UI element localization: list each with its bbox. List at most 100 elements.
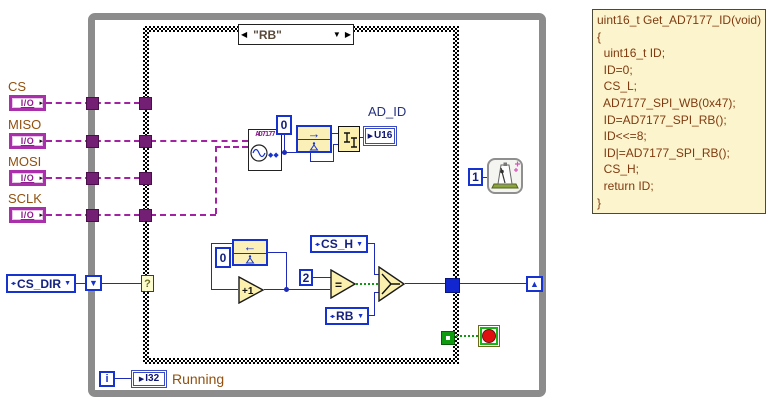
wire-loopback-v <box>286 252 287 290</box>
ad-id-indicator[interactable]: ▶ U16 <box>363 126 397 146</box>
while-loop-frame[interactable] <box>88 13 546 397</box>
enum-updown-icon[interactable]: ◂▸ <box>315 241 320 248</box>
join-numbers-icon <box>344 132 357 148</box>
shift-register-left[interactable]: ▼ <box>85 275 102 291</box>
feedback-node-top[interactable]: → <box>296 125 332 153</box>
wire-rb-3 <box>374 292 380 293</box>
output-arrow-icon: ▸ <box>39 174 43 182</box>
io-text: I/O <box>20 136 35 146</box>
running-indicator[interactable]: ▶ I32 <box>131 370 167 388</box>
cs-h-value: CS_H <box>321 237 354 251</box>
feedback-init-icon <box>245 255 255 264</box>
code-line: return ID; <box>597 178 654 193</box>
tunnel-select-out[interactable] <box>445 278 460 293</box>
wire-miso-inner <box>150 140 248 142</box>
enum-dropdown-icon[interactable]: ▼ <box>357 312 364 320</box>
case-prev-arrow-icon[interactable]: ◀ <box>241 29 248 39</box>
join-numbers-node[interactable] <box>338 126 360 152</box>
wire-to-shift-right <box>458 283 526 284</box>
shift-init-constant-bottom[interactable]: 0 <box>215 247 231 268</box>
sclk-io-terminal[interactable]: I/O ▸ <box>9 207 46 223</box>
feedback-node-bottom[interactable]: ← <box>232 239 268 266</box>
constant-value: 0 <box>280 118 288 132</box>
case-dropdown-icon[interactable]: ▼ <box>332 29 341 39</box>
code-line: ID<<=8; <box>597 129 647 144</box>
wire-fb-loop-v1 <box>310 153 311 161</box>
tunnel-cs-case[interactable] <box>139 97 152 110</box>
equals-glyph: = <box>335 278 342 292</box>
case-next-arrow-icon[interactable]: ▶ <box>344 29 351 39</box>
equals-node[interactable]: = <box>330 269 357 299</box>
output-arrow-icon: ▸ <box>39 137 43 145</box>
tunnel-stop[interactable] <box>441 331 455 345</box>
wire-fb-loop-h2 <box>333 144 340 145</box>
c-code-comment: uint16_t Get_AD7177_ID(void) { uint16_t … <box>592 9 766 214</box>
select-node[interactable] <box>378 266 406 302</box>
shift-init-constant-top[interactable]: 0 <box>276 115 292 135</box>
wire-csh-1 <box>368 243 375 244</box>
case-structure-frame[interactable] <box>143 26 459 364</box>
increment-glyph: +1 <box>242 286 254 297</box>
wait-ms-constant[interactable]: 1 <box>468 168 483 186</box>
code-line: uint16_t ID; <box>597 46 666 61</box>
tunnel-sclk-loop[interactable] <box>86 209 99 222</box>
wire-fb-join <box>332 133 340 134</box>
wire-wait <box>483 177 487 178</box>
question-icon: ? <box>144 277 151 290</box>
enum-dropdown-icon[interactable]: ▼ <box>64 280 71 287</box>
increment-node[interactable]: +1 <box>238 276 265 304</box>
wire-stop <box>453 335 478 337</box>
cs-io-terminal[interactable]: I/O ▸ <box>9 95 46 111</box>
wire-csdir-1 <box>76 283 85 284</box>
shift-register-up-icon: ▲ <box>530 278 539 289</box>
cs-h-enum-constant[interactable]: ◂▸ CS_H ▼ <box>310 235 368 253</box>
iteration-glyph: i <box>105 373 109 385</box>
rb-enum-constant[interactable]: ◂▸ RB ▼ <box>325 307 369 325</box>
mosi-io-terminal[interactable]: I/O ▸ <box>9 170 46 186</box>
sclk-label: SCLK <box>8 191 42 206</box>
case-structure-interior <box>149 32 453 358</box>
tunnel-cs-loop[interactable] <box>86 97 99 110</box>
wire-sclk-inner <box>150 214 216 216</box>
tunnel-miso-loop[interactable] <box>86 135 99 148</box>
wire-init-top <box>284 135 285 152</box>
wire-equals-select <box>356 283 378 285</box>
compare-constant[interactable]: 2 <box>299 269 313 286</box>
ad7177-spi-subvi[interactable]: AD7177 ◆◆ <box>248 129 282 171</box>
tunnel-miso-case[interactable] <box>139 135 152 148</box>
iteration-terminal[interactable]: i <box>99 371 115 387</box>
cs-dir-enum-constant[interactable]: ◂▸ CS_DIR ▼ <box>6 274 76 293</box>
cs-dir-value: CS_DIR <box>17 276 62 291</box>
feedback-left-arrow-icon: ← <box>243 239 257 255</box>
ad-id-type: U16 <box>374 130 393 141</box>
tunnel-sclk-case[interactable] <box>139 209 152 222</box>
wire-rb-1 <box>369 315 375 316</box>
running-label: Running <box>172 371 225 387</box>
output-arrow-icon: ▸ <box>39 99 43 107</box>
wire-csdir-2 <box>102 283 141 284</box>
enum-updown-icon[interactable]: ◂▸ <box>11 281 16 287</box>
case-selector-label[interactable]: ◀ "RB" ▼ ▶ <box>238 24 354 45</box>
loop-condition-terminal[interactable] <box>478 325 500 347</box>
code-line: ID|=AD7177_SPI_RB(); <box>597 145 730 160</box>
wire-inc-out <box>264 289 330 290</box>
tunnel-mosi-case[interactable] <box>139 172 152 185</box>
enum-dropdown-icon[interactable]: ▼ <box>356 240 363 248</box>
code-line: CS_H; <box>597 162 640 177</box>
wire-fb2-out-h <box>211 243 232 244</box>
shift-register-right[interactable]: ▲ <box>526 276 543 292</box>
miso-io-terminal[interactable]: I/O ▸ <box>9 133 46 149</box>
tunnel-mosi-loop[interactable] <box>86 172 99 185</box>
enum-updown-icon[interactable]: ◂▸ <box>330 313 335 320</box>
wire-sclk-top <box>215 146 248 148</box>
case-selector-terminal[interactable]: ? <box>141 275 154 292</box>
spi-arrows-icon: ◆◆ <box>268 152 279 159</box>
wire-sclk-riser <box>215 146 217 214</box>
wait-until-next-ms-node[interactable] <box>487 158 523 194</box>
wire-fb2-to-inc <box>211 289 238 290</box>
io-text: I/O <box>20 173 35 183</box>
case-selector-value[interactable]: "RB" <box>253 27 282 42</box>
wire-two <box>313 277 331 278</box>
wire-loopback-h <box>268 252 287 253</box>
constant-value: 0 <box>219 250 227 265</box>
